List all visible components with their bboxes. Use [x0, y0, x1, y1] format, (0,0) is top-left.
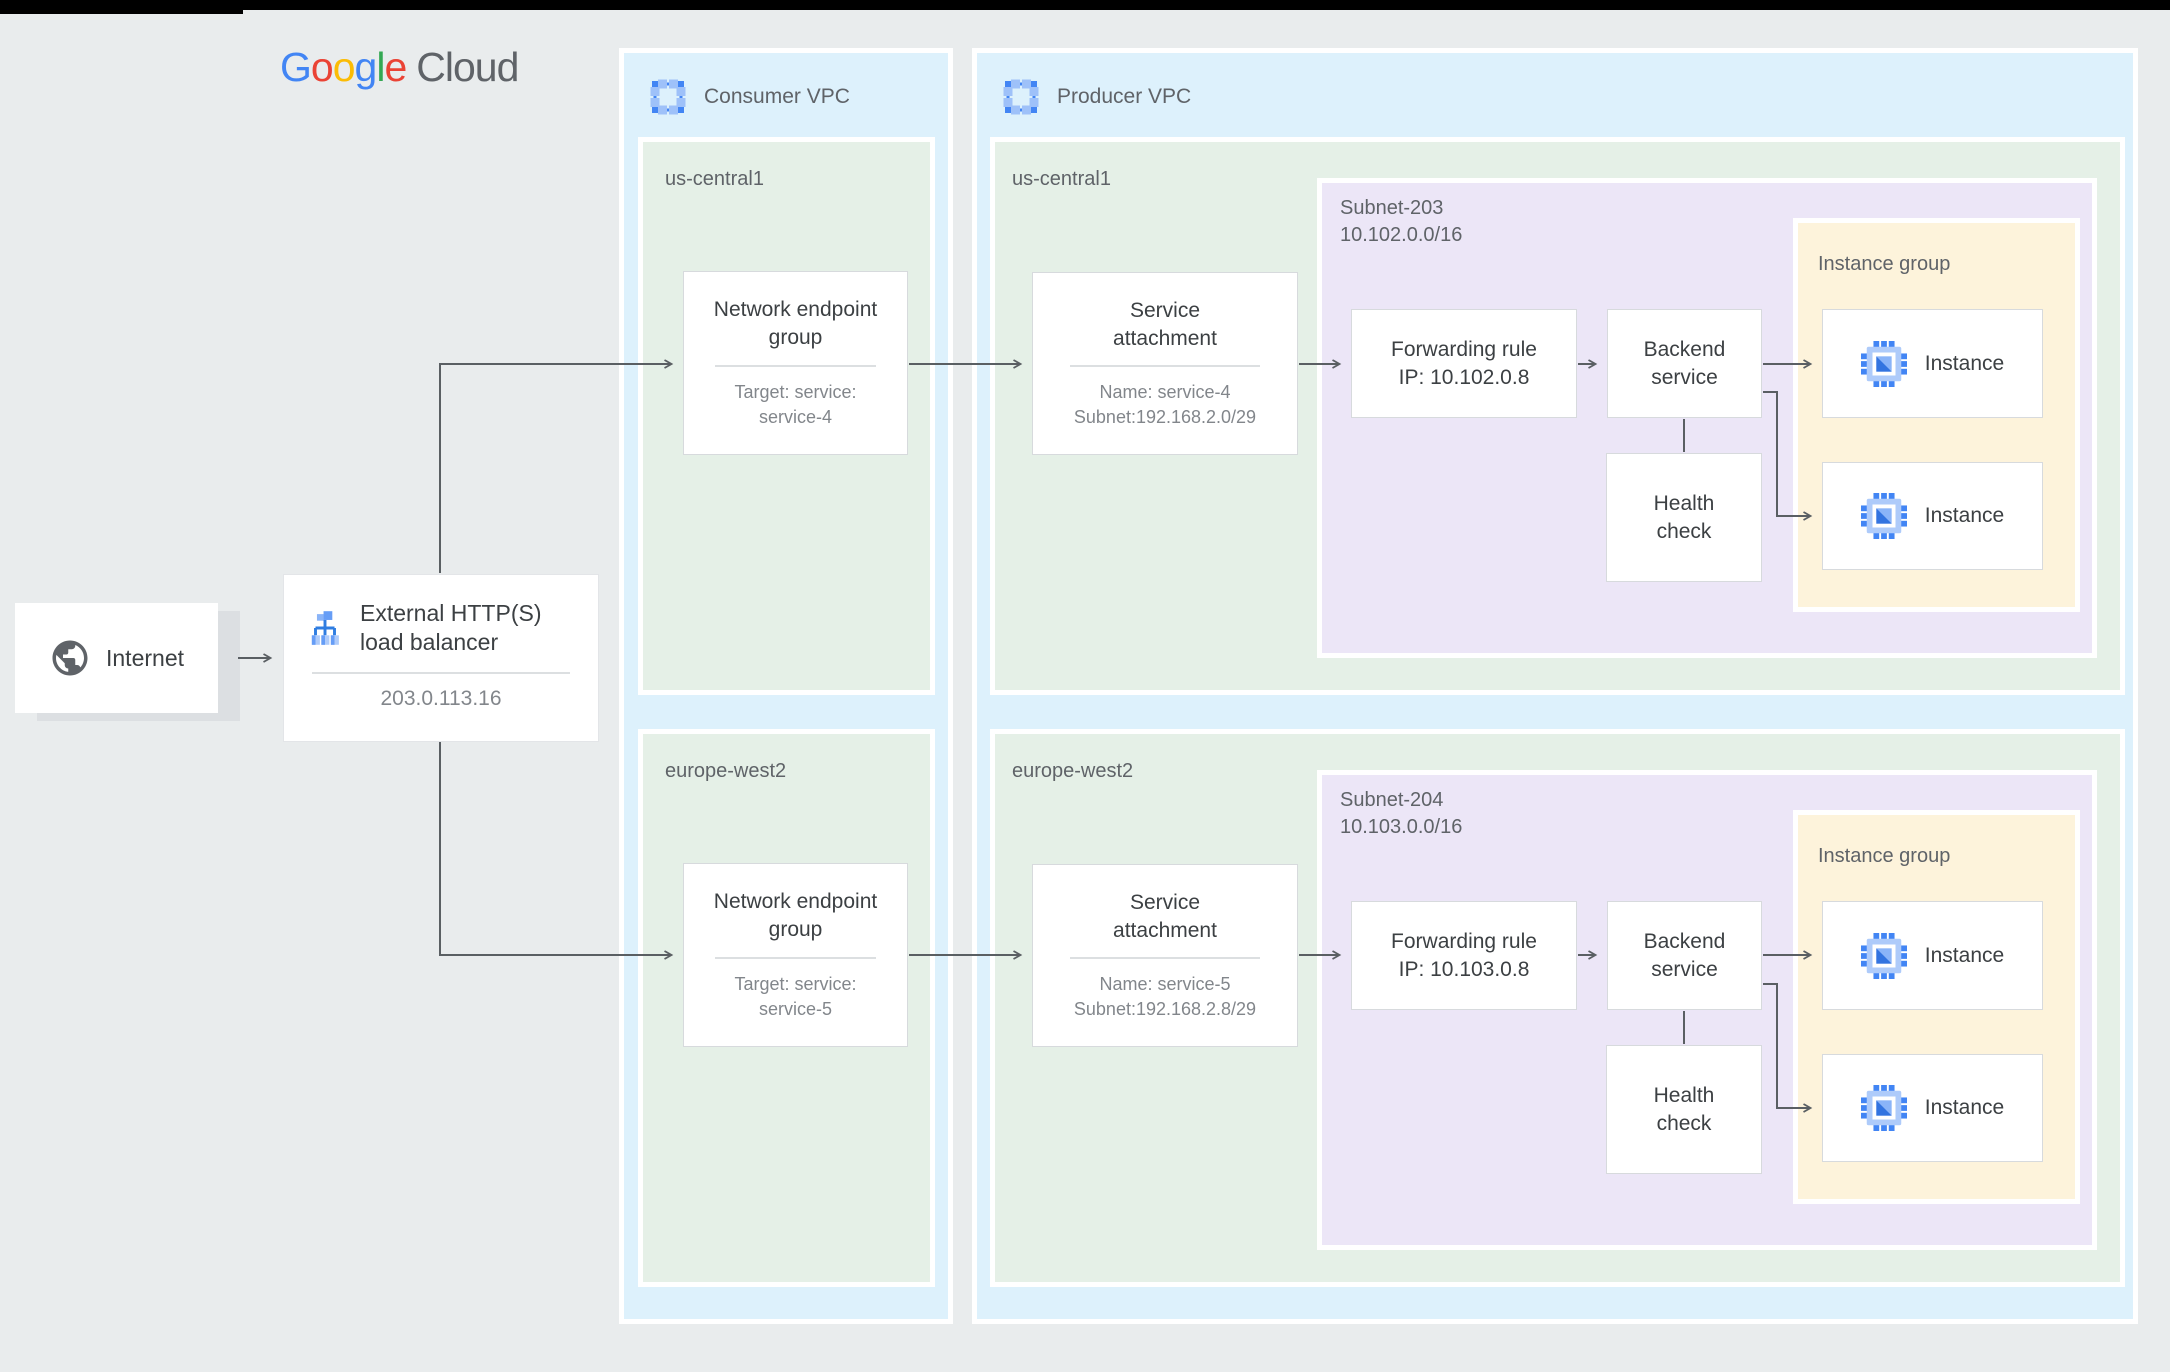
load-balancer-header: External HTTP(S) load balancer [306, 599, 580, 658]
backend-service-box-eu: Backend service [1607, 901, 1762, 1010]
producer-vpc-container: Producer VPC us-central1 Service attachm… [972, 48, 2138, 1324]
consumer-vpc-container: Consumer VPC us-central1 Network endpoin… [619, 48, 953, 1324]
internet-label: Internet [106, 644, 184, 671]
top-black-bar [0, 0, 2170, 10]
consumer-region-europe-west2: europe-west2 Network endpoint group Targ… [638, 729, 935, 1287]
divider [715, 364, 876, 367]
neg-detail: Target: service: service-4 [734, 381, 857, 427]
consumer-vpc-title: Consumer VPC [704, 85, 850, 108]
neg-title: Network endpoint group [713, 298, 878, 350]
compute-instance-icon [1860, 932, 1907, 979]
subnet-name: Subnet-203 [1340, 197, 1444, 219]
google-logo-cloud-text: Cloud [416, 44, 519, 90]
load-balancer-icon [311, 611, 339, 646]
instance-box: Instance [1822, 462, 2043, 570]
region-label: us-central1 [665, 168, 764, 190]
service-attachment-box-us: Service attachment Name: service-4 Subne… [1032, 272, 1298, 455]
load-balancer-box: External HTTP(S) load balancer 203.0.113… [283, 574, 599, 742]
vpc-network-icon [1003, 79, 1039, 115]
subnet-cidr: 10.103.0.0/16 [1340, 816, 1463, 838]
forwarding-rule-line1: Forwarding rule [1391, 929, 1537, 953]
service-attachment-title: Service attachment [1113, 890, 1217, 942]
instance-box: Instance [1822, 901, 2043, 1010]
instance-group-container-us: Instance group [1793, 218, 2080, 612]
service-attachment-name: Name: service-5 [1099, 974, 1231, 995]
instance-label: Instance [1924, 504, 2005, 527]
compute-instance-icon [1860, 493, 1907, 539]
instance-label: Instance [1924, 1096, 2005, 1119]
producer-region-europe-west2: europe-west2 Service attachment Name: se… [990, 729, 2125, 1287]
subnet-cidr: 10.102.0.0/16 [1340, 224, 1463, 246]
consumer-region-us-central1: us-central1 Network endpoint group Targe… [638, 137, 935, 695]
forwarding-rule-line2: IP: 10.103.0.8 [1398, 957, 1530, 981]
divider [312, 671, 570, 674]
health-check-title: Health check [1653, 1083, 1715, 1135]
instance-box: Instance [1822, 1054, 2043, 1162]
service-attachment-subnet: Subnet:192.168.2.0/29 [1073, 407, 1257, 428]
vpc-network-icon [650, 79, 686, 115]
subnet-name: Subnet-204 [1340, 789, 1444, 811]
instance-group-container-eu: Instance group [1793, 810, 2080, 1204]
load-balancer-ip: 203.0.113.16 [380, 686, 502, 710]
producer-vpc-header: Producer VPC [999, 75, 1191, 119]
consumer-vpc-header: Consumer VPC [646, 75, 850, 119]
divider [1069, 365, 1261, 368]
instance-label: Instance [1924, 943, 2005, 967]
compute-instance-icon [1860, 1085, 1907, 1131]
backend-service-title: Backend service [1643, 929, 1726, 981]
instance-label: Instance [1924, 351, 2005, 375]
region-label: europe-west2 [1012, 760, 1134, 782]
health-check-title: Health check [1653, 491, 1715, 543]
service-attachment-name: Name: service-4 [1099, 382, 1231, 403]
producer-vpc-title: Producer VPC [1057, 85, 1192, 108]
globe-icon [52, 640, 88, 676]
forwarding-rule-line2: IP: 10.102.0.8 [1398, 365, 1530, 389]
region-label: europe-west2 [665, 760, 787, 782]
service-attachment-title: Service attachment [1113, 298, 1217, 350]
divider [715, 956, 876, 959]
health-check-box-eu: Health check [1606, 1045, 1762, 1174]
instance-box: Instance [1822, 309, 2043, 418]
google-logo-letters: Google [280, 44, 407, 90]
region-label: us-central1 [1012, 168, 1111, 190]
top-left-black-bar [0, 0, 243, 14]
producer-region-us-central1: us-central1 Service attachment Name: ser… [990, 137, 2125, 695]
subnet-label: Subnet-204 10.103.0.0/16 [1340, 787, 1462, 841]
backend-service-box-us: Backend service [1607, 309, 1762, 418]
network-endpoint-group-box-eu: Network endpoint group Target: service: … [683, 863, 908, 1047]
neg-title: Network endpoint group [713, 890, 878, 942]
instance-group-label: Instance group [1818, 253, 1951, 275]
compute-instance-icon [1860, 340, 1907, 387]
load-balancer-title: External HTTP(S) load balancer [360, 600, 542, 656]
service-attachment-box-eu: Service attachment Name: service-5 Subne… [1032, 864, 1298, 1047]
subnet-container-eu: Subnet-204 10.103.0.0/16 Forwarding rule … [1317, 770, 2097, 1250]
neg-detail: Target: service: service-5 [734, 973, 857, 1019]
network-endpoint-group-box-us: Network endpoint group Target: service: … [683, 271, 908, 455]
divider [1069, 957, 1261, 960]
forwarding-rule-box-eu: Forwarding rule IP: 10.103.0.8 [1351, 901, 1577, 1010]
subnet-label: Subnet-203 10.102.0.0/16 [1340, 195, 1462, 249]
health-check-box-us: Health check [1606, 453, 1762, 582]
service-attachment-subnet: Subnet:192.168.2.8/29 [1073, 999, 1257, 1020]
forwarding-rule-line1: Forwarding rule [1391, 337, 1537, 361]
subnet-container-us: Subnet-203 10.102.0.0/16 Forwarding rule … [1317, 178, 2097, 658]
forwarding-rule-box-us: Forwarding rule IP: 10.102.0.8 [1351, 309, 1577, 418]
backend-service-title: Backend service [1643, 337, 1726, 389]
instance-group-label: Instance group [1818, 845, 1951, 867]
internet-box: Internet [15, 603, 218, 713]
